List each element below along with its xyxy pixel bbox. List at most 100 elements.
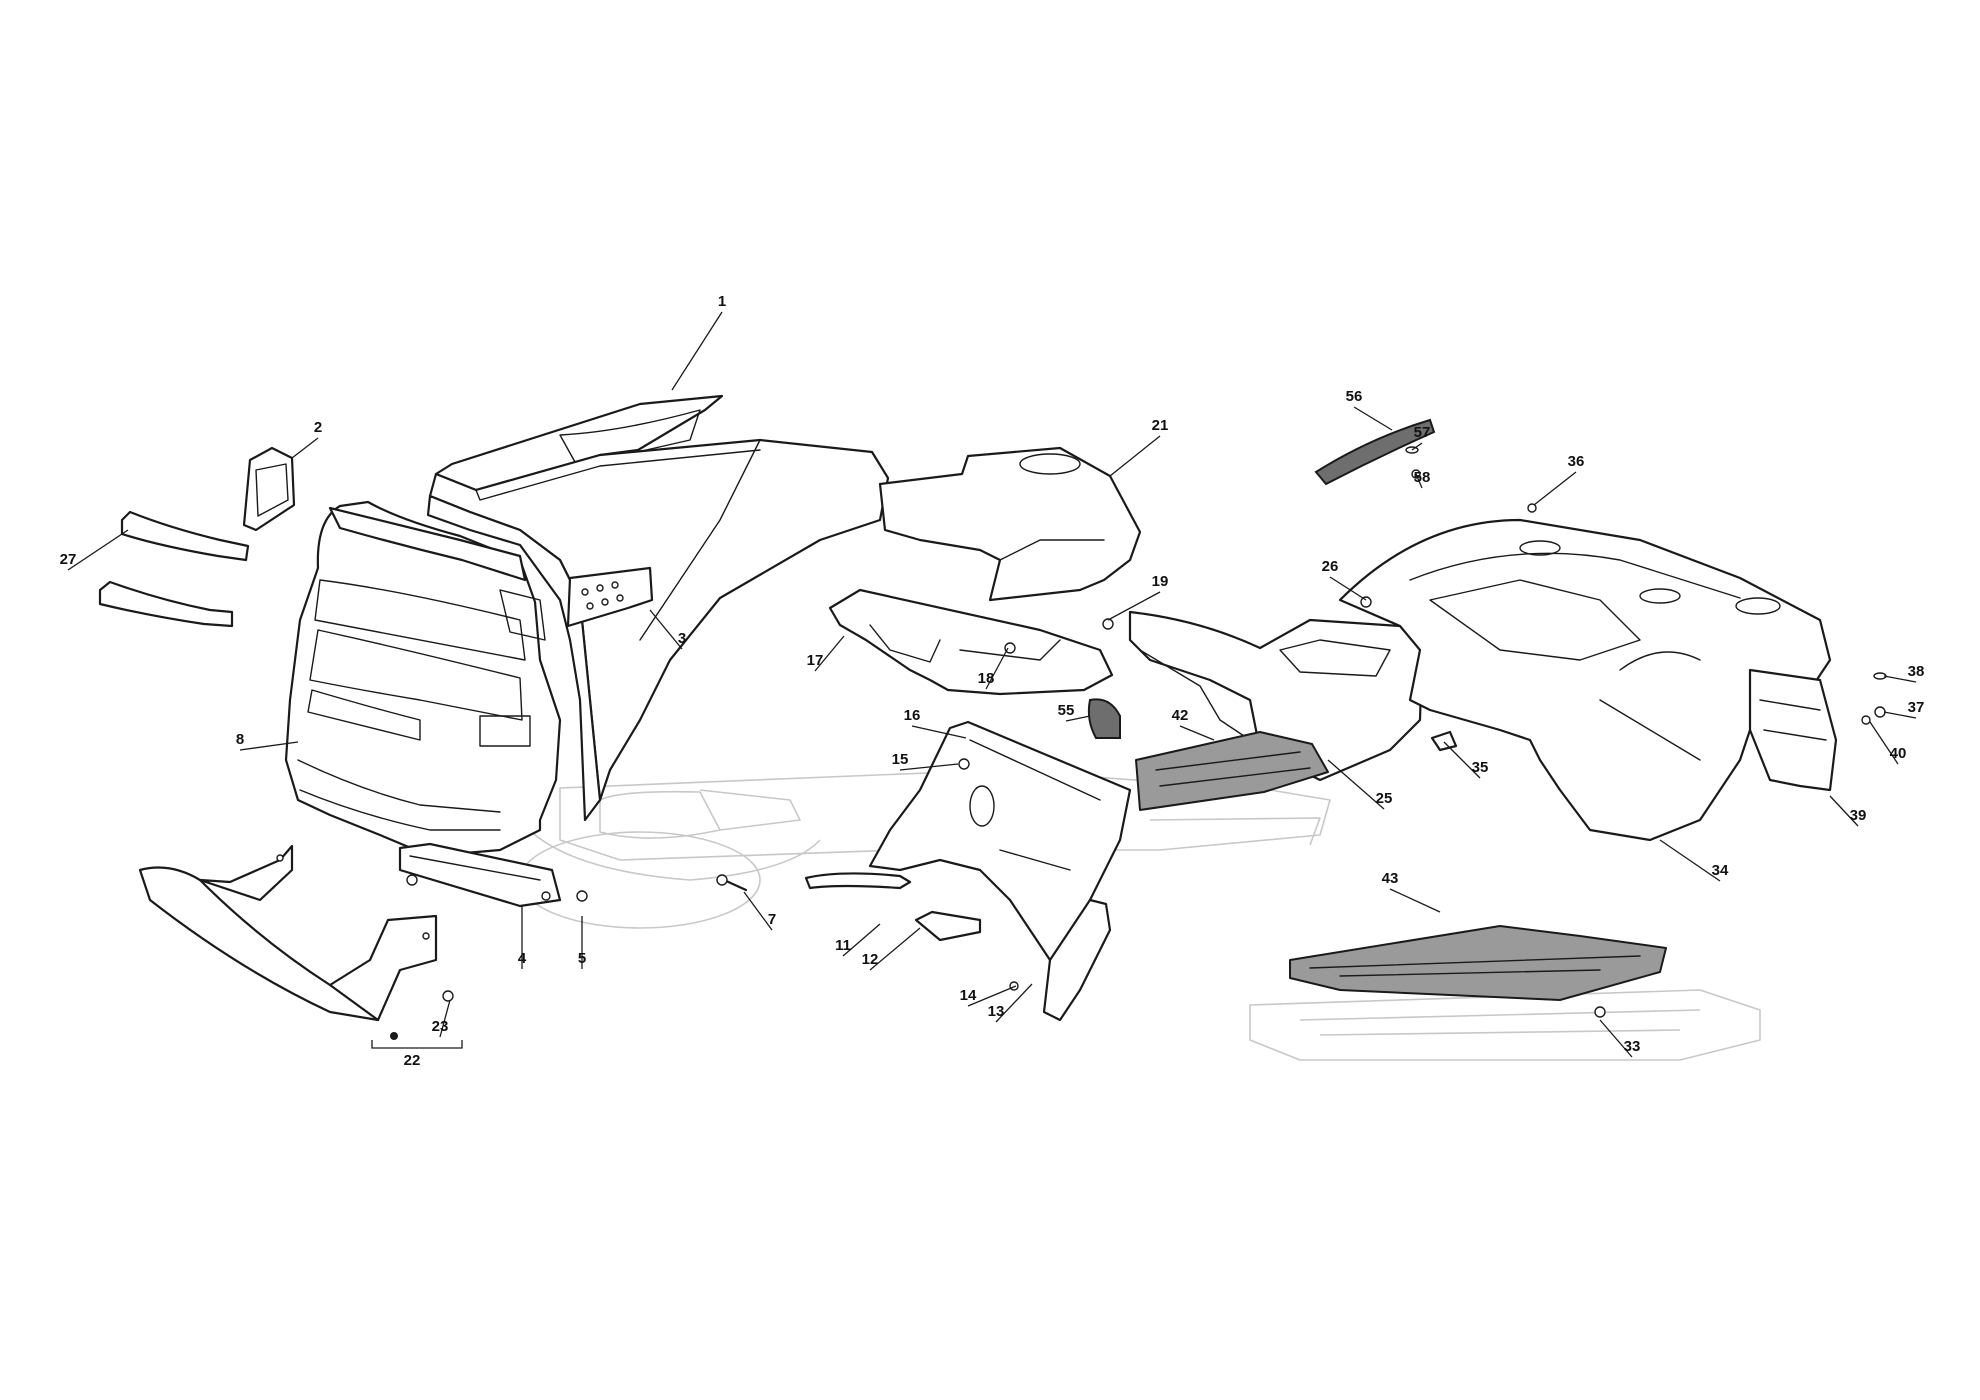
callout-c56: 56	[1346, 388, 1393, 431]
callout-c8: 8	[236, 731, 299, 751]
callout-label: 36	[1568, 453, 1585, 470]
callout-c13: 13	[988, 983, 1033, 1023]
callout-label: 18	[978, 670, 995, 687]
leader-line	[967, 985, 1017, 1007]
screw-19	[1102, 618, 1114, 630]
bolt-7	[716, 874, 748, 892]
screw-36	[1527, 503, 1537, 513]
leader-line	[1443, 741, 1481, 779]
callout-c25: 25	[1327, 759, 1392, 810]
leader-line	[239, 741, 299, 751]
callout-c58: 58	[1414, 469, 1431, 489]
screw-40	[1861, 715, 1871, 725]
footrest-mat-42	[1135, 731, 1329, 811]
leader-line	[1599, 1019, 1633, 1058]
callout-c3: 3	[649, 609, 686, 650]
callout-label: 16	[904, 707, 921, 724]
callout-c15: 15	[892, 751, 959, 771]
leader-line	[1329, 576, 1367, 601]
callout-label: 35	[1472, 759, 1489, 776]
leader-line	[842, 923, 881, 957]
leader-line	[67, 529, 129, 571]
callout-label: 3	[678, 630, 686, 647]
callout-label: 22	[404, 1052, 421, 1069]
pedal-part	[1042, 898, 1112, 1022]
leader-line	[1353, 406, 1393, 431]
callout-c40: 40	[1869, 721, 1906, 765]
leader-line	[1883, 675, 1917, 683]
callout-label: 34	[1712, 862, 1729, 879]
callout-c42: 42	[1172, 707, 1215, 741]
center-console-part	[1128, 610, 1424, 782]
screw-37	[1874, 706, 1886, 718]
callout-label: 57	[1414, 424, 1431, 441]
callout-label: 58	[1414, 469, 1431, 486]
screw-22	[390, 1032, 398, 1040]
leader-line	[1065, 715, 1091, 722]
leader-line	[291, 437, 319, 459]
clip-part	[1430, 730, 1458, 752]
callout-label: 38	[1908, 663, 1925, 680]
callout-label: 4	[518, 950, 527, 967]
callout-c1: 1	[671, 293, 726, 391]
leader-line	[911, 725, 967, 739]
leader-line	[1883, 711, 1917, 719]
leader-line	[1869, 721, 1899, 765]
callout-label: 19	[1152, 573, 1169, 590]
screw-33	[1594, 1006, 1606, 1018]
callout-label: 12	[862, 951, 879, 968]
seat-panel-part	[868, 720, 1132, 962]
callout-c33: 33	[1599, 1019, 1640, 1058]
screw-5	[576, 890, 588, 902]
leader-line	[1411, 442, 1423, 451]
callout-label: 27	[60, 551, 77, 568]
callout-c34: 34	[1659, 839, 1729, 882]
leader-line	[439, 999, 451, 1038]
callout-c39: 39	[1829, 795, 1866, 827]
callout-label: 56	[1346, 388, 1363, 405]
leader-line	[1659, 839, 1721, 882]
callout-c23: 23	[432, 999, 451, 1038]
callout-c7: 7	[743, 891, 776, 931]
callout-c37: 37	[1883, 699, 1925, 719]
leader-line	[1533, 471, 1577, 506]
screw-14	[1009, 981, 1019, 991]
callout-c16: 16	[904, 707, 967, 739]
callout-c18: 18	[978, 647, 1009, 690]
callout-label: 5	[578, 950, 586, 967]
callout-label: 42	[1172, 707, 1189, 724]
callout-label: 8	[236, 731, 244, 748]
callout-label: 37	[1908, 699, 1925, 716]
dash-panel-part	[566, 566, 654, 628]
callout-c55: 55	[1058, 702, 1091, 722]
callout-c57: 57	[1411, 424, 1431, 451]
leader-line	[1415, 473, 1423, 489]
screw-18	[1004, 642, 1016, 654]
front-bumper-part	[138, 844, 438, 1022]
callout-label: 17	[807, 652, 824, 669]
front-bracket-part	[398, 842, 562, 908]
bracket-22	[371, 1040, 463, 1049]
callout-c4: 4	[518, 906, 527, 969]
callout-label: 1	[718, 293, 726, 310]
pad-part	[1087, 698, 1121, 739]
leader-line	[1327, 759, 1385, 810]
footrest-mat-43	[1289, 925, 1667, 1001]
leader-line	[899, 763, 959, 771]
callout-c17: 17	[807, 635, 845, 672]
leader-line	[985, 647, 1009, 690]
leader-line	[1389, 888, 1441, 913]
callout-c11: 11	[835, 923, 881, 957]
grab-handle-part	[1314, 418, 1436, 486]
fuel-cover-part	[878, 446, 1142, 602]
callout-label: 21	[1152, 417, 1169, 434]
callout-label: 7	[768, 911, 776, 928]
callout-c2: 2	[291, 419, 322, 459]
leader-line	[1829, 795, 1859, 827]
callout-c22: 22	[404, 1052, 421, 1069]
callout-label: 15	[892, 751, 909, 768]
front-grille-part	[284, 500, 562, 858]
callout-c38: 38	[1883, 663, 1925, 683]
rear-plate-part	[1748, 668, 1838, 792]
